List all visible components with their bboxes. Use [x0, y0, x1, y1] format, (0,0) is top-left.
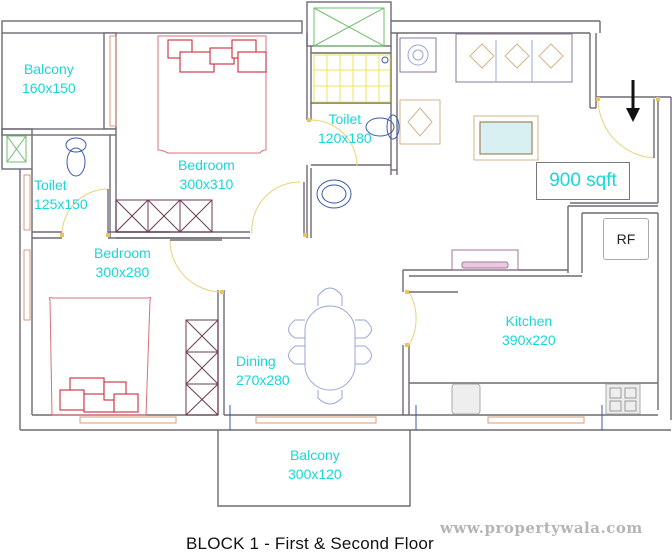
room-label-bedroom-master: Bedroom 300x310	[178, 157, 235, 192]
wardrobe-master	[115, 199, 213, 233]
entry-arrow-icon	[626, 80, 640, 122]
room-label-kitchen: Kitchen 390x220	[502, 313, 556, 348]
room-label-dining: Dining 270x280	[236, 353, 290, 388]
bed-master	[157, 35, 267, 154]
room-label-toilet-left: Toilet 125x150	[34, 177, 88, 212]
refrigerator-label: RF	[603, 218, 649, 260]
area-badge: 900 sqft	[536, 162, 630, 200]
room-label-bedroom-second: Bedroom 300x280	[94, 245, 151, 280]
shower-tiles	[313, 54, 391, 103]
room-label-balcony-bottom: Balcony 300x120	[288, 447, 342, 482]
bed-second	[48, 296, 152, 416]
doors	[60, 97, 660, 347]
room-label-balcony-top: Balcony 160x150	[22, 61, 76, 96]
living-furniture	[399, 33, 573, 161]
watermark: www.propertywala.com	[440, 519, 643, 537]
windows	[23, 35, 585, 424]
kitchen-fixtures	[229, 249, 641, 430]
plan-title: BLOCK 1 - First & Second Floor	[186, 534, 434, 553]
room-label-toilet-center: Toilet 120x180	[318, 111, 372, 146]
toilet-fixtures	[65, 114, 400, 209]
ducts	[6, 7, 385, 163]
dining-table	[288, 287, 372, 405]
wardrobe-second	[185, 319, 219, 416]
